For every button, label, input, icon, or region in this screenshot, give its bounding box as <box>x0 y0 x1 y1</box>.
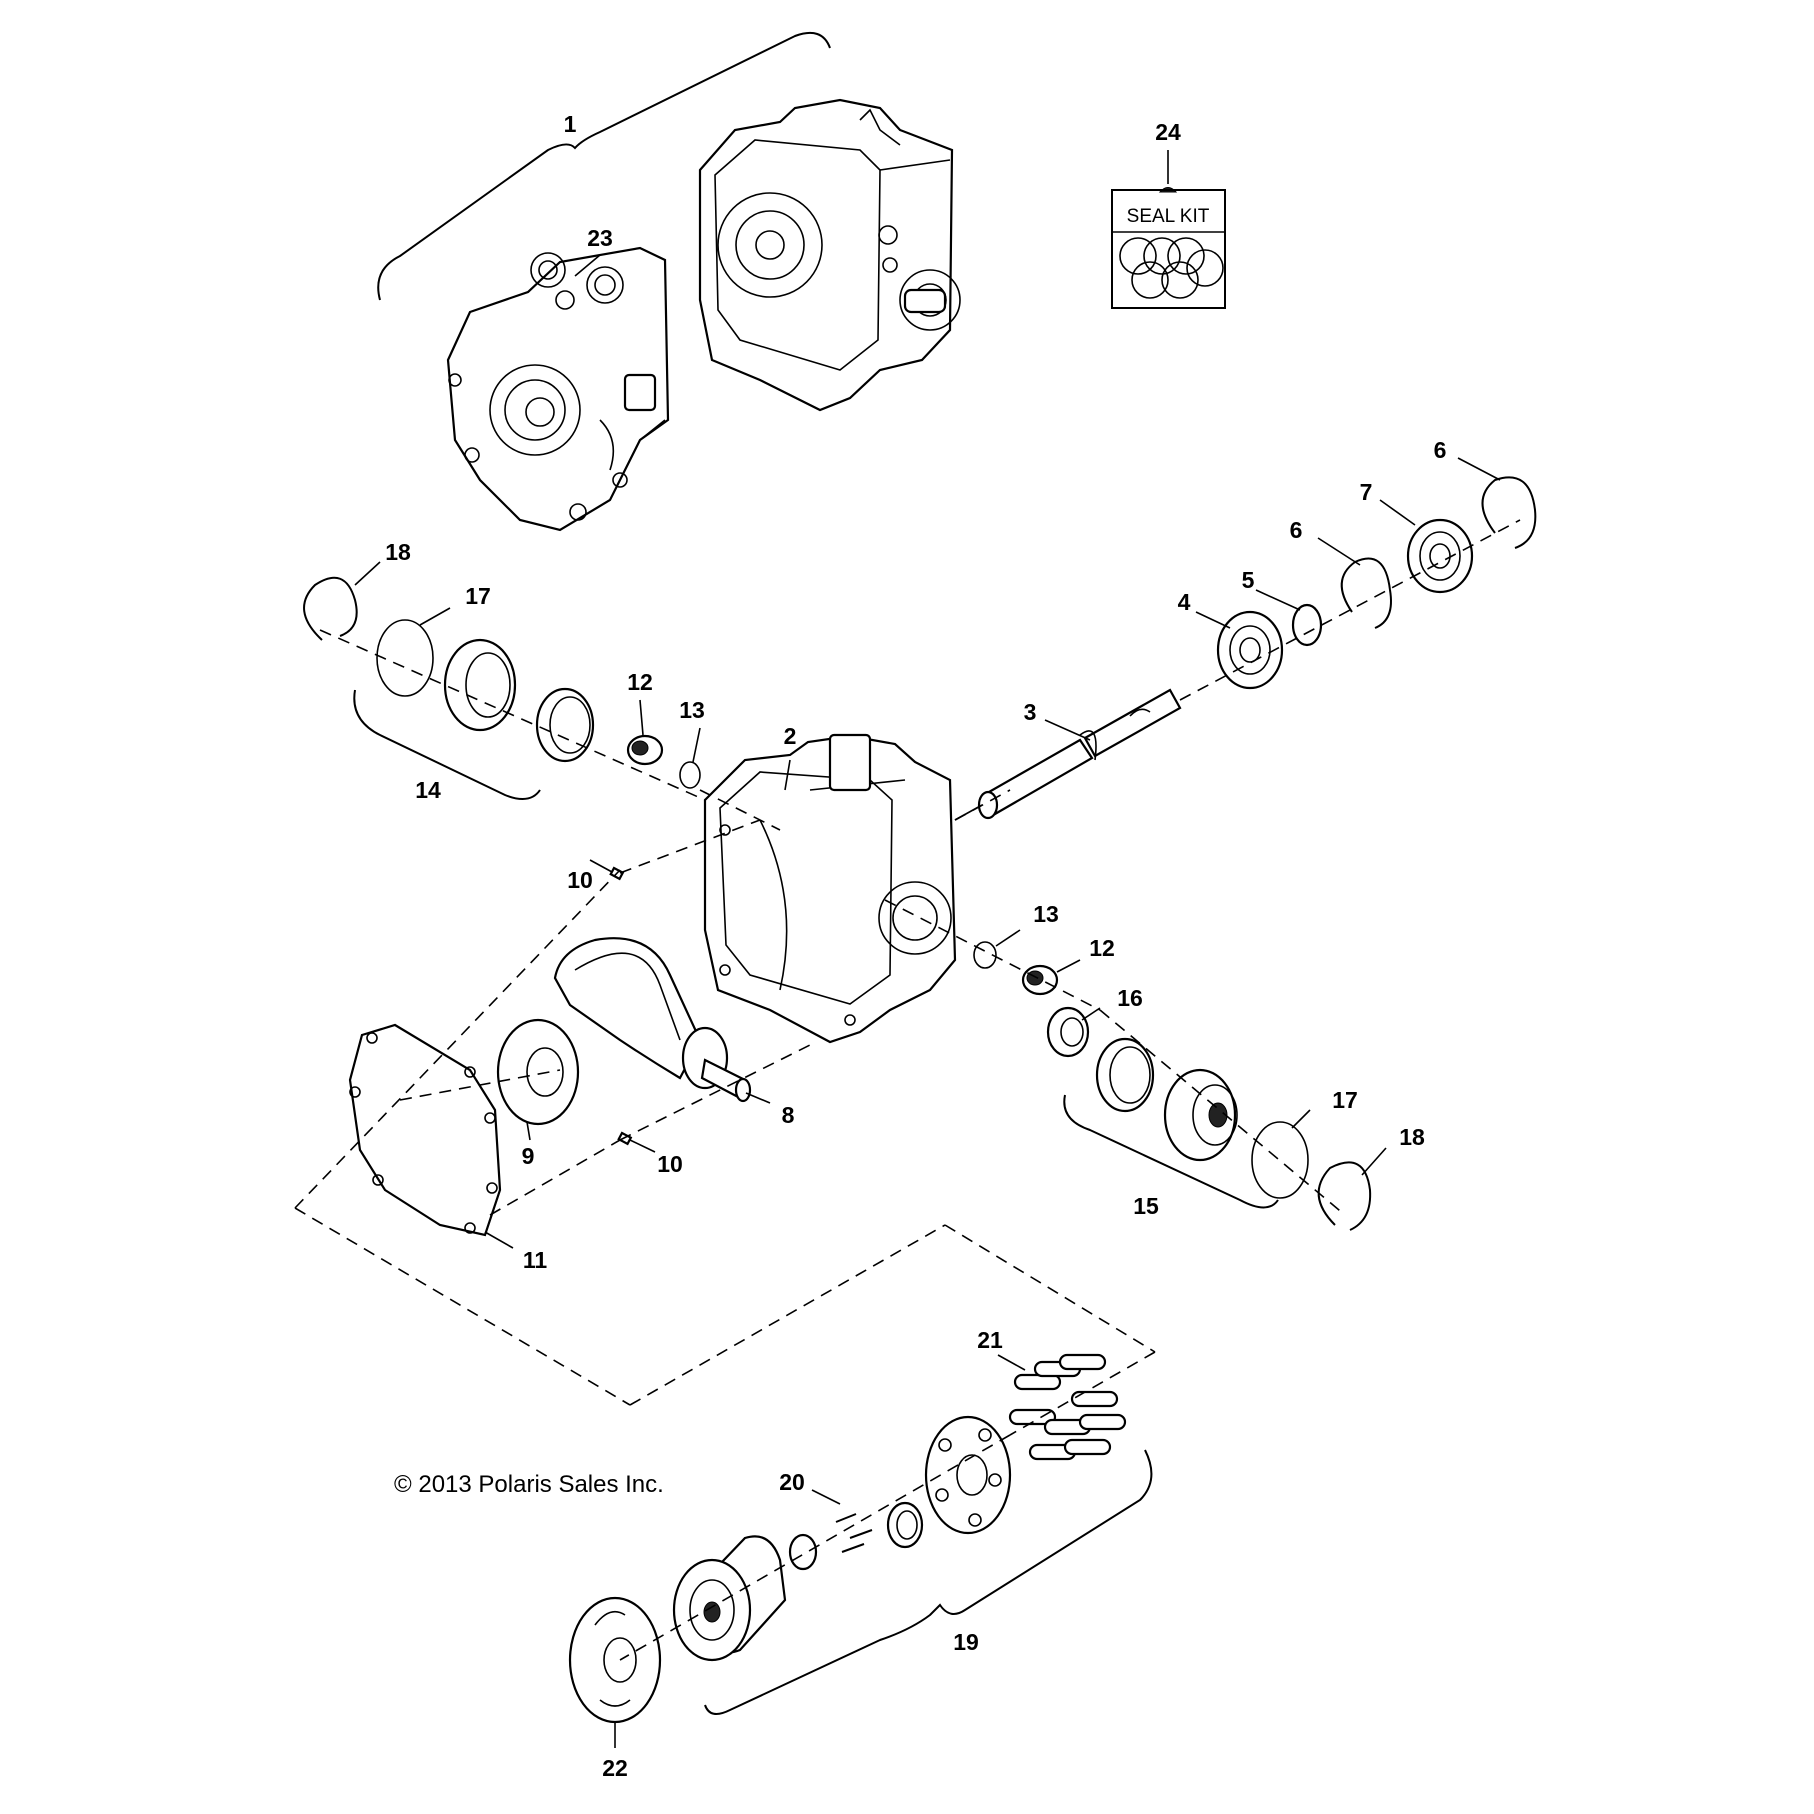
callout-2: 2 <box>784 723 797 749</box>
callout-19: 19 <box>953 1629 979 1655</box>
callout-21: 21 <box>977 1327 1003 1353</box>
callout-11: 11 <box>523 1247 548 1273</box>
callout-10a: 10 <box>567 867 593 893</box>
callout-13b: 13 <box>1033 901 1059 927</box>
callout-14: 14 <box>415 777 441 803</box>
pump-assembly-1 <box>698 98 961 412</box>
callout-12b: 12 <box>1089 935 1115 961</box>
snap-ring-18b <box>1317 1161 1372 1231</box>
bearing-cup-15 <box>1163 1068 1238 1162</box>
thrust-washer-9 <box>496 1018 580 1126</box>
plug-12b <box>1021 964 1059 996</box>
callout-8: 8 <box>782 1102 795 1128</box>
callout-5: 5 <box>1242 567 1255 593</box>
callout-4: 4 <box>1178 589 1191 615</box>
leader-lines <box>354 254 1501 1748</box>
callout-labels: 1 23 24 18 17 14 12 13 2 3 4 5 6 7 6 10 … <box>385 111 1446 1781</box>
o-ring-17b <box>1251 1121 1309 1199</box>
cylinder-block-19 <box>672 1535 787 1662</box>
copyright-notice: © 2013 Polaris Sales Inc. <box>394 1471 664 1498</box>
callout-17b: 17 <box>1332 1087 1358 1113</box>
seal-kit-label: SEAL KIT <box>1127 206 1210 227</box>
callout-3: 3 <box>1024 699 1037 725</box>
snap-ring-18a <box>303 576 358 641</box>
pins-20 <box>835 1513 873 1553</box>
center-housing-2 <box>703 733 957 1044</box>
bearing-4 <box>1216 610 1284 690</box>
callout-24: 24 <box>1155 119 1181 145</box>
snap-ring-5 <box>1291 603 1323 647</box>
callout-18a: 18 <box>385 539 411 565</box>
center-lines <box>294 519 1521 1661</box>
callout-1: 1 <box>564 111 577 137</box>
callout-18b: 18 <box>1399 1124 1425 1150</box>
pump-housing-23 <box>446 246 670 532</box>
plug-12a <box>626 734 664 766</box>
callout-16: 16 <box>1117 985 1143 1011</box>
piston-set-21 <box>1008 1353 1127 1461</box>
spring-ring <box>788 1533 818 1571</box>
snap-ring-6a <box>1340 557 1392 629</box>
o-ring-13a <box>679 761 701 789</box>
snap-ring-6b <box>1481 476 1537 549</box>
bushing-16 <box>1046 1006 1090 1058</box>
callout-13a: 13 <box>679 697 705 723</box>
o-ring-17a <box>376 619 434 697</box>
o-ring-13b <box>973 941 997 969</box>
callout-6a: 6 <box>1290 517 1303 543</box>
callout-15: 15 <box>1133 1193 1159 1219</box>
callout-7: 7 <box>1360 479 1373 505</box>
callout-12a: 12 <box>627 669 653 695</box>
bushing-right <box>1095 1037 1155 1113</box>
bracket-19 <box>704 1449 1153 1715</box>
seal-7 <box>1406 518 1474 594</box>
callout-10b: 10 <box>657 1151 683 1177</box>
drive-shaft-3 <box>954 688 1182 821</box>
callout-22: 22 <box>602 1755 628 1781</box>
gasket-11 <box>348 1023 502 1237</box>
bracket-14 <box>353 689 541 800</box>
valve-plate-22 <box>568 1596 662 1724</box>
swashplate-8 <box>553 937 752 1103</box>
seal-kit-24: SEAL KIT <box>1111 150 1226 309</box>
callout-17a: 17 <box>465 583 491 609</box>
bearing-cup-14 <box>443 638 517 732</box>
bushing-left <box>535 687 595 763</box>
needle-bearing <box>886 1501 924 1549</box>
retainer-plate <box>924 1415 1012 1535</box>
callout-23: 23 <box>587 225 613 251</box>
bracket-15 <box>1063 1094 1279 1209</box>
bracket-assembly-1 <box>377 32 831 301</box>
callout-6b: 6 <box>1434 437 1447 463</box>
callout-9: 9 <box>522 1143 535 1169</box>
callout-20: 20 <box>779 1469 805 1495</box>
